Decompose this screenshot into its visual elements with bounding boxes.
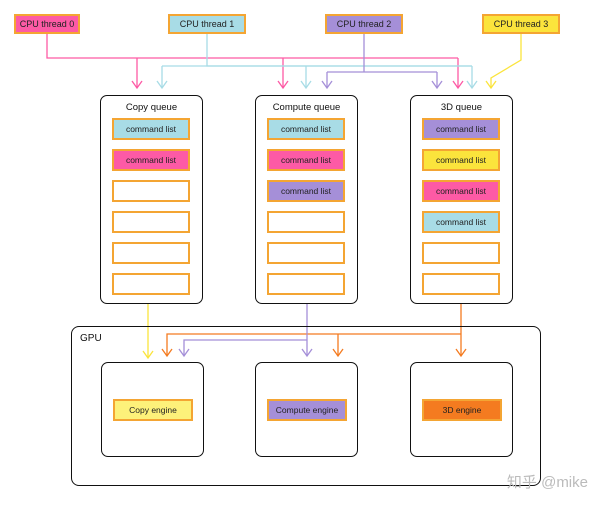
cpu-thread-0-label: CPU thread 0 bbox=[19, 19, 75, 29]
3d-queue-slot-1: command list bbox=[422, 118, 500, 140]
compute-queue-slot-1: command list bbox=[267, 118, 345, 140]
connector-line-4 bbox=[206, 34, 472, 67]
compute-engine-label: Compute engine bbox=[267, 399, 347, 421]
arrow-head-icon bbox=[178, 348, 190, 358]
cpu-thread-1-label: CPU thread 1 bbox=[179, 19, 235, 29]
3d-engine-label: 3D engine bbox=[422, 399, 502, 421]
slot-label: command list bbox=[125, 124, 177, 134]
slot-label: command list bbox=[280, 186, 332, 196]
cpu-thread-1: CPU thread 1 bbox=[168, 14, 246, 34]
connector-line-16 bbox=[166, 333, 461, 356]
3d-queue: 3D queue command list command list comma… bbox=[410, 95, 513, 304]
arrow-head-icon bbox=[332, 348, 344, 358]
slot-label: command list bbox=[125, 155, 177, 165]
3d-queue-slot-2: command list bbox=[422, 149, 500, 171]
3d-queue-slot-4: command list bbox=[422, 211, 500, 233]
copy-queue: Copy queue command list command list bbox=[100, 95, 203, 304]
copy-queue-slot-2: command list bbox=[112, 149, 190, 171]
compute-queue: Compute queue command list command list … bbox=[255, 95, 358, 304]
copy-queue-slot-1: command list bbox=[112, 118, 190, 140]
arrow-head-icon bbox=[277, 80, 289, 90]
arrow-head-icon bbox=[301, 348, 313, 358]
arrow-head-icon bbox=[131, 80, 143, 90]
copy-engine: Copy engine bbox=[101, 362, 204, 457]
gpu-container: GPU bbox=[71, 326, 541, 486]
slot-label: command list bbox=[435, 124, 487, 134]
compute-queue-slot-2: command list bbox=[267, 149, 345, 171]
gpu-label: GPU bbox=[80, 333, 102, 344]
arrow-head-icon bbox=[300, 80, 312, 90]
arrow-head-icon bbox=[156, 80, 168, 90]
copy-queue-slot-4 bbox=[112, 211, 190, 233]
arrow-head-icon bbox=[452, 80, 464, 90]
cpu-thread-3-label: CPU thread 3 bbox=[493, 19, 549, 29]
arrow-head-icon bbox=[142, 350, 154, 360]
compute-queue-slot-3: command list bbox=[267, 180, 345, 202]
arrow-head-icon bbox=[161, 348, 173, 358]
slot-label: command list bbox=[280, 124, 332, 134]
copy-queue-slot-6 bbox=[112, 273, 190, 295]
connector-line-19 bbox=[183, 339, 307, 356]
slot-label: command list bbox=[280, 155, 332, 165]
slot-label: command list bbox=[435, 155, 487, 165]
copy-engine-label: Copy engine bbox=[113, 399, 193, 421]
arrow-head-icon bbox=[321, 80, 333, 90]
3d-engine: 3D engine bbox=[410, 362, 513, 457]
compute-engine: Compute engine bbox=[255, 362, 358, 457]
3d-queue-slot-5 bbox=[422, 242, 500, 264]
3d-queue-title: 3D queue bbox=[440, 102, 483, 113]
3d-queue-slot-6 bbox=[422, 273, 500, 295]
compute-engine-text: Compute engine bbox=[275, 405, 339, 415]
copy-queue-title: Copy queue bbox=[125, 102, 178, 113]
connector-line-0 bbox=[46, 34, 458, 59]
cpu-thread-0: CPU thread 0 bbox=[14, 14, 80, 34]
copy-queue-slot-5 bbox=[112, 242, 190, 264]
watermark: 知乎 @mike bbox=[506, 474, 588, 491]
3d-engine-text: 3D engine bbox=[442, 405, 482, 415]
slot-label: command list bbox=[435, 186, 487, 196]
arrow-head-icon bbox=[485, 80, 497, 90]
arrow-head-icon bbox=[431, 80, 443, 90]
arrow-head-icon bbox=[455, 348, 467, 358]
arrow-head-icon bbox=[466, 80, 478, 90]
compute-queue-slot-5 bbox=[267, 242, 345, 264]
connector-line-13 bbox=[490, 34, 522, 88]
compute-queue-title: Compute queue bbox=[272, 102, 341, 113]
3d-queue-slot-3: command list bbox=[422, 180, 500, 202]
cpu-thread-2-label: CPU thread 2 bbox=[336, 19, 392, 29]
cpu-thread-3: CPU thread 3 bbox=[482, 14, 560, 34]
copy-engine-text: Copy engine bbox=[129, 405, 177, 415]
compute-queue-slot-4 bbox=[267, 211, 345, 233]
compute-queue-slot-6 bbox=[267, 273, 345, 295]
slot-label: command list bbox=[435, 217, 487, 227]
copy-queue-slot-3 bbox=[112, 180, 190, 202]
cpu-thread-2: CPU thread 2 bbox=[325, 14, 403, 34]
